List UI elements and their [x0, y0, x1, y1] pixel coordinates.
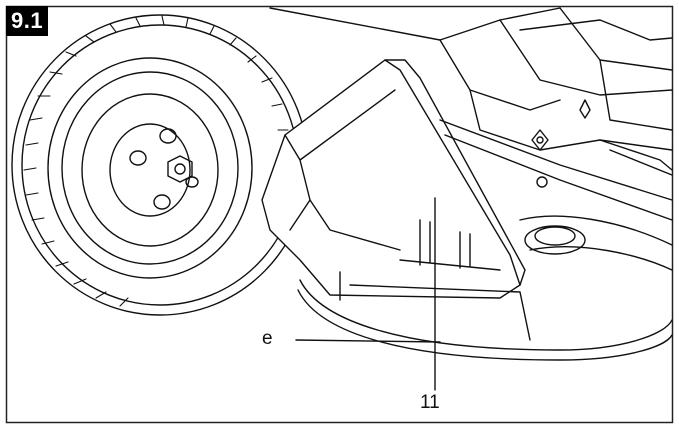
hub-nut [167, 155, 193, 183]
callout-e: e [262, 328, 273, 349]
machine-body [269, 7, 673, 221]
wheel [11, 14, 309, 316]
frame-border [5, 5, 674, 424]
leader-line-e [295, 339, 441, 343]
figure-label: 9.1 [6, 6, 49, 36]
chute-deflector [261, 59, 526, 299]
callout-11: 11 [420, 392, 440, 413]
mower-deck [297, 215, 673, 361]
